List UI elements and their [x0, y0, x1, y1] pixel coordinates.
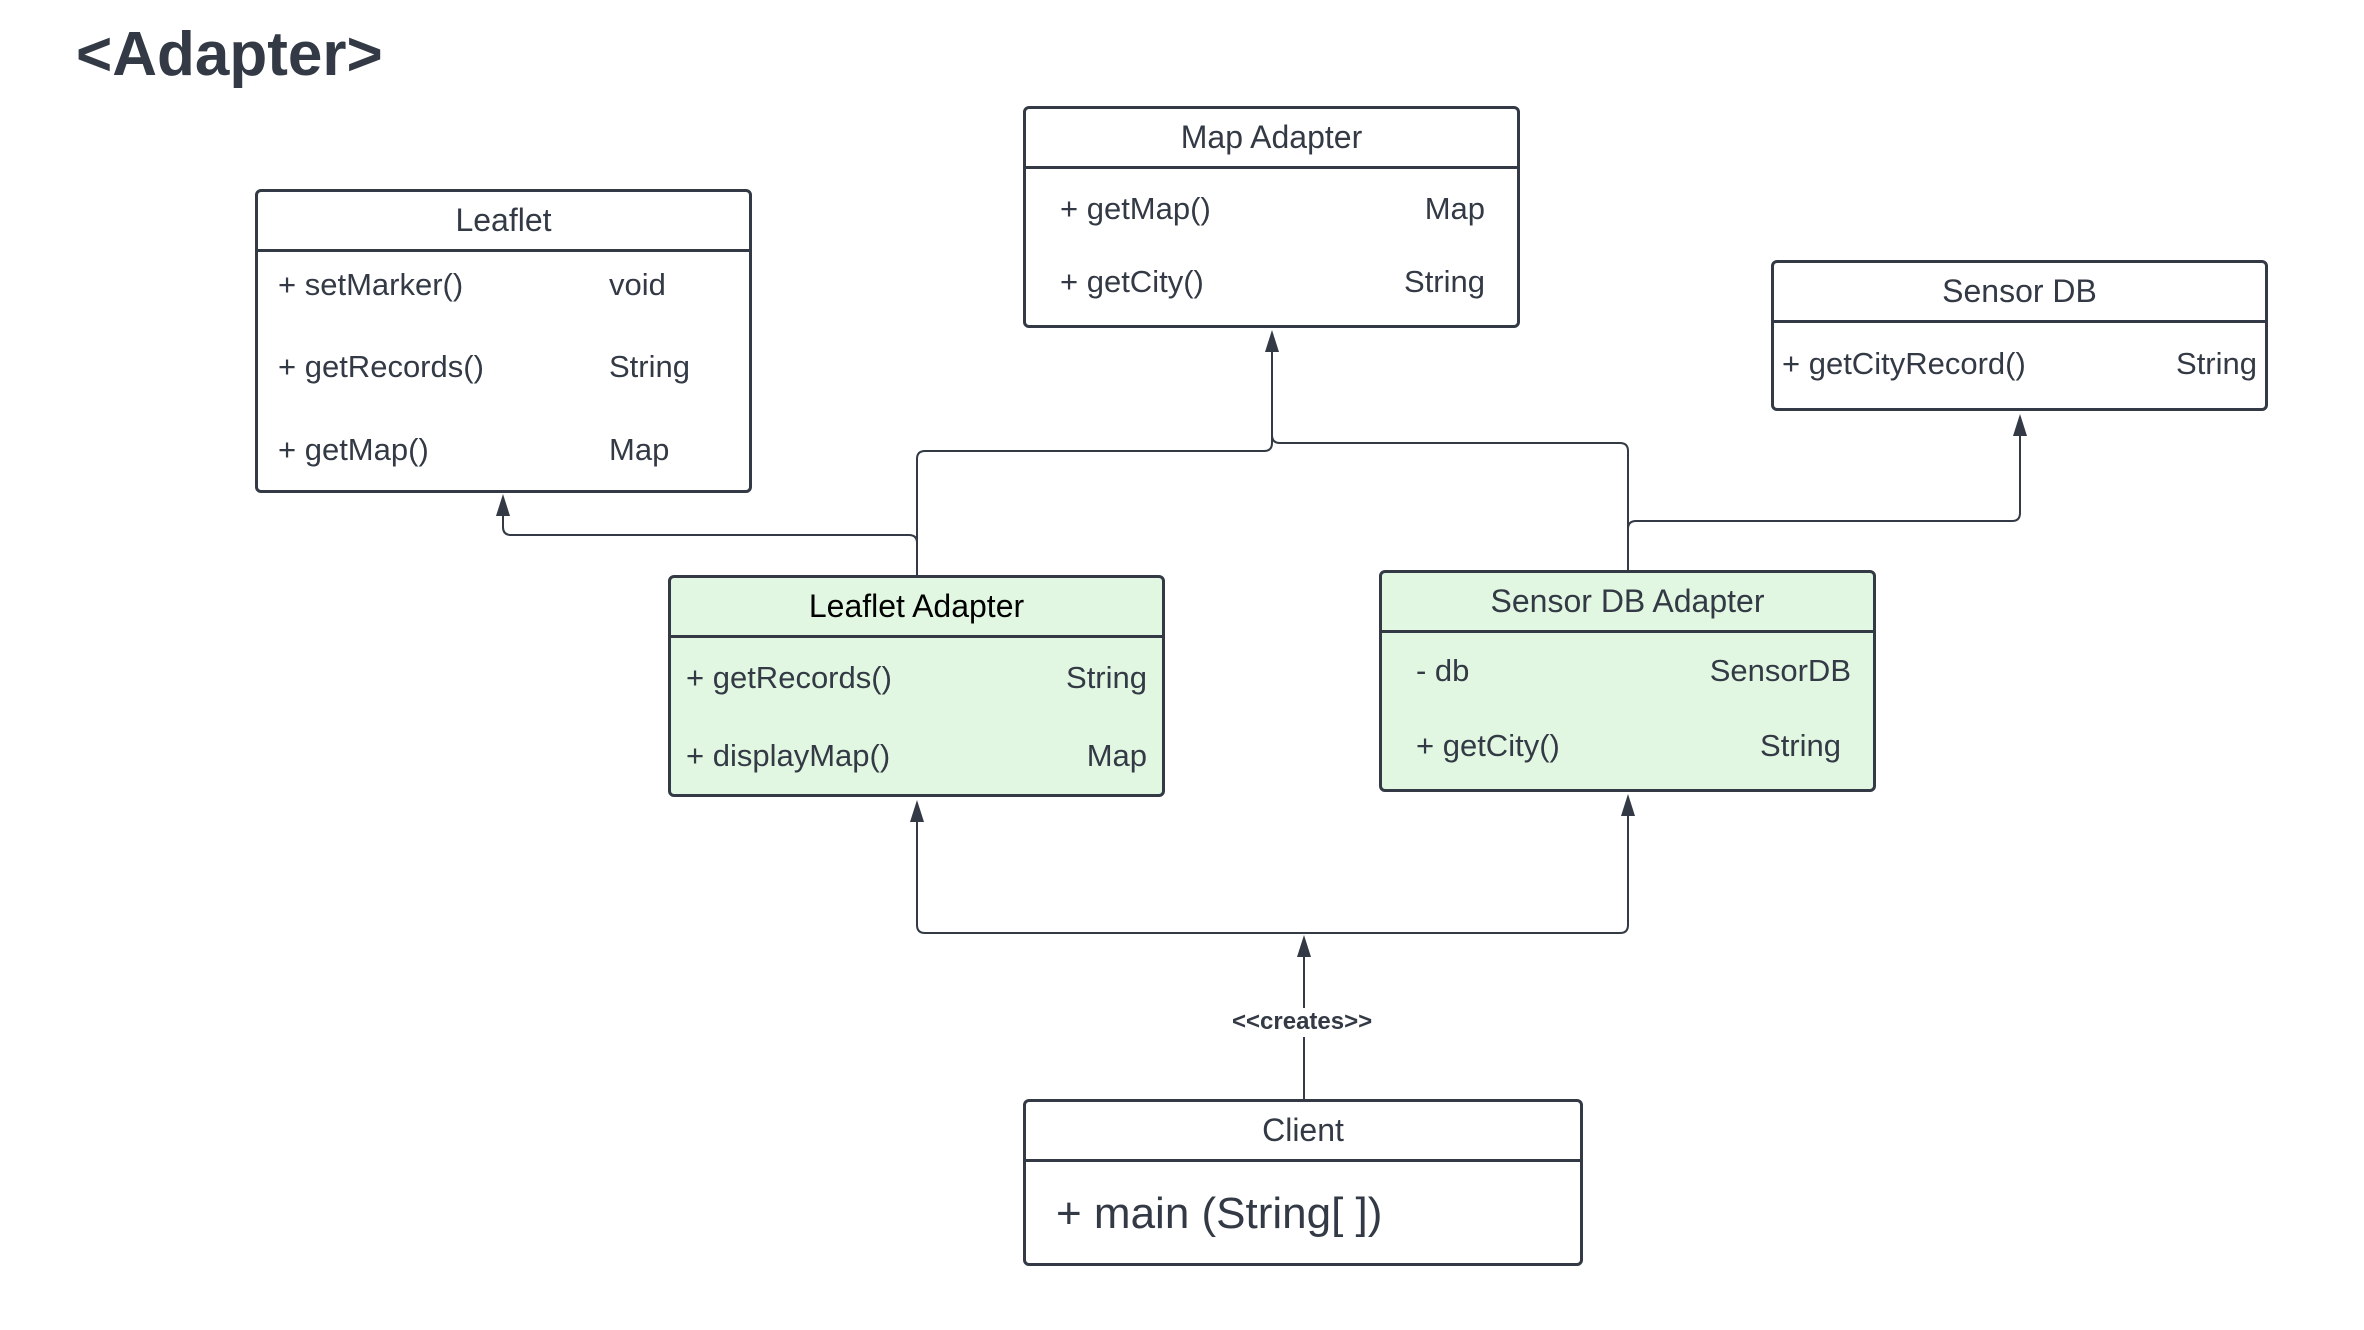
arrowhead-sensor-db-adapter [1621, 794, 1635, 816]
member-name: + getCity() [1060, 264, 1204, 299]
member-name: - db [1416, 653, 1470, 688]
arrowhead-creates [1297, 935, 1311, 957]
connector-creates-to-sensor-db-adapter [1304, 812, 1629, 934]
connector-sensor-db-adapter-to-sensor-db [1627, 431, 2021, 572]
member-name: + getRecords() [278, 349, 484, 384]
class-header: Leaflet Adapter [671, 578, 1162, 638]
member-name: + getMap() [278, 432, 429, 467]
class-name: Client [1262, 1112, 1344, 1148]
arrowhead-sensor-db [2013, 414, 2027, 436]
member-type: String [2176, 346, 2257, 381]
class-name: Leaflet Adapter [808, 588, 1025, 624]
class-leaflet-adapter[interactable]: Leaflet Adapter + getRecords() String + … [668, 575, 1165, 797]
class-leaflet[interactable]: Leaflet + setMarker() void + getRecords(… [255, 189, 752, 493]
arrowhead-leaflet-adapter [910, 800, 924, 822]
class-header: Sensor DB Adapter [1382, 573, 1873, 633]
arrowhead-map-adapter [1265, 330, 1279, 352]
connector-leaflet-adapter-to-map-adapter [916, 347, 1273, 576]
class-header: Leaflet [258, 192, 749, 252]
member-row: + setMarker() void [258, 252, 749, 318]
member-row: + getRecords() String [671, 648, 1162, 708]
arrowhead-leaflet [496, 494, 510, 516]
member-name: + getCityRecord() [1782, 346, 2026, 381]
class-members: + main (String[ ]) [1026, 1162, 1580, 1263]
class-header: Client [1026, 1102, 1580, 1162]
class-members: + setMarker() void + getRecords() String… [258, 252, 749, 490]
member-row: + getCity() String [1382, 716, 1873, 776]
member-name: + displayMap() [686, 738, 891, 773]
member-type: String [1404, 264, 1485, 299]
member-type: String [1760, 728, 1841, 763]
member-type: Map [1086, 738, 1147, 773]
member-row: - db SensorDB [1382, 641, 1873, 701]
member-name: + main (String[ ]) [1056, 1189, 1383, 1238]
class-header: Sensor DB [1774, 263, 2265, 323]
diagram-title: <Adapter> [76, 20, 383, 89]
member-type: String [609, 349, 690, 384]
member-row: + getCityRecord() String [1774, 331, 2265, 397]
member-type: String [1066, 660, 1147, 695]
class-members: - db SensorDB + getCity() String [1382, 633, 1873, 789]
member-row: + main (String[ ]) [1026, 1162, 1580, 1263]
member-row: + displayMap() Map [671, 726, 1162, 786]
class-members: + getCityRecord() String [1774, 323, 2265, 408]
connector-creates-to-leaflet-adapter [916, 818, 1304, 934]
class-name: Sensor DB [1942, 273, 2097, 309]
member-name: + getCity() [1416, 728, 1560, 763]
class-name: Sensor DB Adapter [1490, 583, 1765, 619]
member-name: + getMap() [1060, 191, 1211, 226]
member-row: + getMap() Map [1026, 179, 1517, 239]
member-name: + setMarker() [278, 267, 464, 302]
class-sensor-db[interactable]: Sensor DB + getCityRecord() String [1771, 260, 2268, 411]
member-type: SensorDB [1709, 653, 1851, 688]
class-members: + getRecords() String + displayMap() Map [671, 638, 1162, 794]
class-client[interactable]: Client + main (String[ ]) [1023, 1099, 1583, 1266]
class-sensor-db-adapter[interactable]: Sensor DB Adapter - db SensorDB + getCit… [1379, 570, 1876, 792]
member-type: Map [1424, 191, 1485, 226]
class-map-adapter[interactable]: Map Adapter + getMap() Map + getCity() S… [1023, 106, 1520, 328]
creates-label: <<creates>> [1228, 1008, 1377, 1037]
member-type: Map [609, 432, 670, 467]
class-name: Map Adapter [1180, 119, 1363, 155]
class-header: Map Adapter [1026, 109, 1517, 169]
connector-leaflet-adapter-to-leaflet [502, 510, 918, 576]
class-members: + getMap() Map + getCity() String [1026, 169, 1517, 325]
member-row: + getRecords() String [258, 334, 749, 400]
member-name: + getRecords() [686, 660, 892, 695]
member-row: + getCity() String [1026, 252, 1517, 312]
connector-sensor-db-adapter-to-map-adapter [1271, 347, 1629, 572]
member-row: + getMap() Map [258, 417, 749, 483]
class-name: Leaflet [455, 202, 552, 238]
member-type: void [609, 267, 666, 302]
